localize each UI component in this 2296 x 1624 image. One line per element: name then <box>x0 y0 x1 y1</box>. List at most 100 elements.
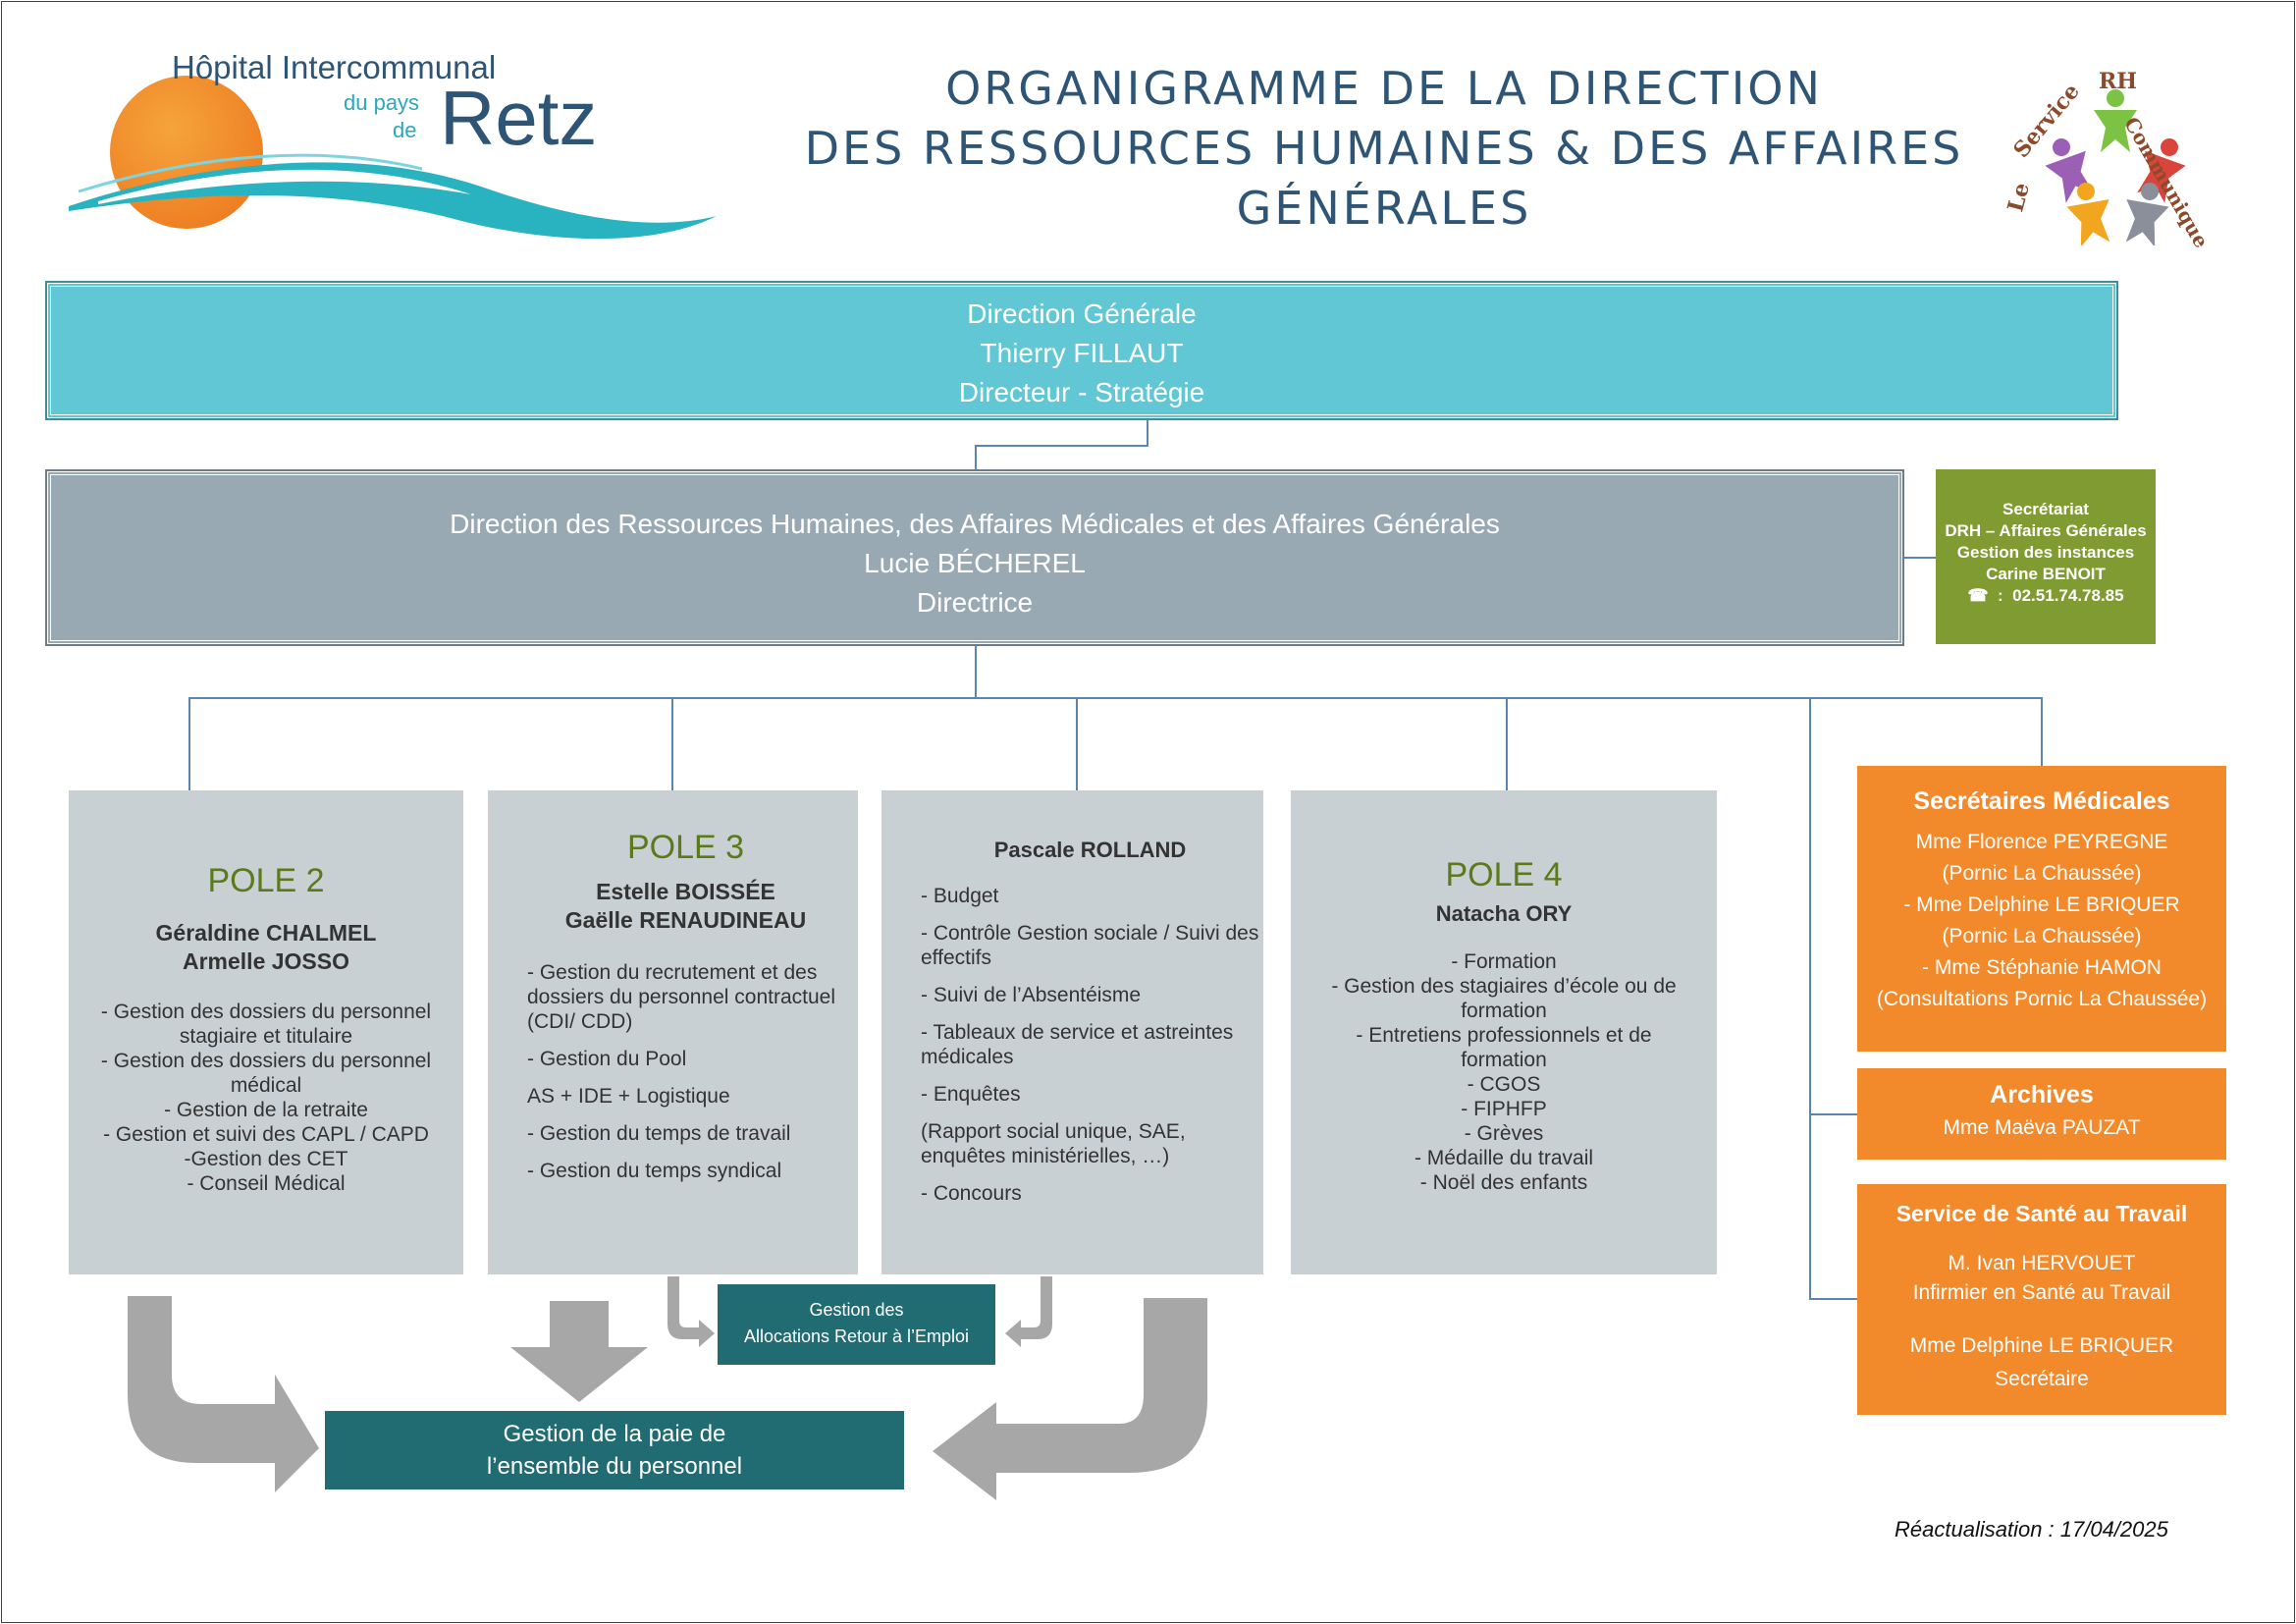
list-item: - Contrôle Gestion sociale / Suivi des e… <box>921 922 1259 969</box>
pole4-title: POLE 4 <box>1445 856 1563 893</box>
connector <box>671 697 673 790</box>
pole3-title: POLE 3 <box>626 829 745 866</box>
list-item: - Concours <box>921 1182 1022 1205</box>
secretariat-box: Secrétariat DRH – Affaires Générales Ges… <box>1936 469 2156 644</box>
list-item: - Gestion du temps syndical <box>527 1160 782 1182</box>
pole3-list: - Gestion du recrutement et des dossiers… <box>527 960 844 1183</box>
list-item: - Mme Delphine LE BRIQUER <box>1903 893 2180 916</box>
pole2-box: POLE 2 Géraldine CHALMEL Armelle JOSSO -… <box>69 790 463 1274</box>
connector <box>975 445 977 472</box>
pole3-name-1: Estelle BOISSÉE <box>596 879 775 904</box>
connector <box>188 697 2042 699</box>
secretaires-title: Secrétaires Médicales <box>1913 787 2170 815</box>
are-line-2: Allocations Retour à l’Emploi <box>743 1326 970 1346</box>
hospital-name: Hôpital Intercommunal <box>172 49 497 85</box>
connector <box>1147 420 1148 446</box>
paie-box: Gestion de la paie de l’ensemble du pers… <box>325 1411 904 1489</box>
arrow-rolland-to-paie <box>933 1298 1207 1500</box>
are-box: Gestion des Allocations Retour à l’Emplo… <box>718 1284 995 1365</box>
list-item: - Gestion du recrutement et des dossiers… <box>527 961 836 1033</box>
connector <box>975 445 1148 447</box>
list-item: - FIPHFP <box>1461 1098 1547 1120</box>
connector <box>1904 557 1936 559</box>
drh-title: Direction des Ressources Humaines, des A… <box>450 509 1500 539</box>
pole2-name-1: Géraldine CHALMEL <box>155 920 377 946</box>
connector <box>1076 697 1078 790</box>
title-line-1: ORGANIGRAMME DE LA DIRECTION <box>945 62 1823 115</box>
list-item: - Mme Stéphanie HAMON <box>1922 956 2162 979</box>
secretariat-title: Secrétariat <box>2002 500 2089 518</box>
rolland-box: Pascale ROLLAND - Budget - Contrôle Gest… <box>881 790 1263 1274</box>
archives-title: Archives <box>1990 1081 2094 1109</box>
sante-person-1-name: M. Ivan HERVOUET <box>1948 1252 2136 1274</box>
pole2-title: POLE 2 <box>207 862 325 899</box>
connector <box>1506 697 1508 790</box>
hospital-sub-de: de <box>393 118 417 142</box>
list-item: (Consultations Pornic La Chaussée) <box>1876 988 2208 1010</box>
sante-title: Service de Santé au Travail <box>1896 1201 2188 1226</box>
people-figures-graphic <box>2045 89 2186 247</box>
dg-title: Direction Générale <box>967 298 1197 329</box>
update-date: Réactualisation : 17/04/2025 <box>1895 1517 2168 1542</box>
list-item: (Pornic La Chaussée) <box>1942 862 2142 885</box>
dg-role: Directeur - Stratégie <box>958 377 1205 407</box>
sun-wave-graphic <box>69 76 717 240</box>
drh-name: Lucie BÉCHEREL <box>864 548 1086 578</box>
connector <box>1809 1298 1858 1300</box>
rolland-name: Pascale ROLLAND <box>993 838 1187 862</box>
list-item: - Gestion du temps de travail <box>527 1122 791 1145</box>
direction-generale-box: Direction Générale Thierry FILLAUT Direc… <box>45 281 2118 420</box>
hospital-sub-du-pays: du pays <box>344 90 420 115</box>
page-title: ORGANIGRAMME DE LA DIRECTION DES RESSOUR… <box>746 59 2022 239</box>
secretariat-phone: ☎ : 02.51.74.78.85 <box>1936 585 2156 607</box>
title-line-3: GÉNÉRALES <box>1236 182 1532 235</box>
secretariat-dept: DRH – Affaires Générales <box>1945 521 2147 540</box>
connector <box>1809 1113 1858 1115</box>
list-item: - Grèves <box>1464 1122 1544 1145</box>
sante-person-1-role: Infirmier en Santé au Travail <box>1912 1281 2171 1304</box>
list-item: (Rapport social unique, SAE, enquêtes mi… <box>921 1120 1186 1167</box>
rolland-list: - Budget - Contrôle Gestion sociale / Su… <box>921 884 1259 1206</box>
list-item: - Conseil Médical <box>187 1172 346 1195</box>
hospital-logo: Hôpital Intercommunal du pays de Retz <box>69 49 726 245</box>
list-item: - Gestion et suivi des CAPL / CAPD <box>103 1123 429 1146</box>
list-item: - Gestion du Pool <box>527 1048 687 1070</box>
list-item: -Gestion des CET <box>184 1148 348 1170</box>
pole2-names: Géraldine CHALMEL Armelle JOSSO <box>86 919 446 976</box>
list-item: (Pornic La Chaussée) <box>1942 925 2142 947</box>
drh-role: Directrice <box>916 587 1034 618</box>
pole3-name-2: Gaëlle RENAUDINEAU <box>564 907 807 933</box>
list-item: - CGOS <box>1467 1073 1541 1096</box>
archives-name: Mme Maëva PAUZAT <box>1943 1116 2141 1139</box>
drh-box: Direction des Ressources Humaines, des A… <box>45 469 1904 646</box>
arrow-pole3-to-are <box>667 1276 715 1347</box>
list-item: - Enquêtes <box>921 1083 1021 1106</box>
are-line-1: Gestion des <box>809 1300 904 1320</box>
secretaires-medicales-box: Secrétaires Médicales Mme Florence PEYRE… <box>1857 766 2226 1052</box>
archives-box: Archives Mme Maëva PAUZAT <box>1857 1068 2226 1160</box>
arrow-rolland-to-are <box>1005 1276 1052 1347</box>
pole4-list: - Formation - Gestion des stagiaires d’é… <box>1330 949 1678 1195</box>
service-rh-logo: Le Service RH Communique <box>1993 69 2238 251</box>
sante-person-2-name: Mme Delphine LE BRIQUER <box>1909 1334 2174 1357</box>
connector <box>975 646 977 699</box>
connector <box>1809 697 1811 1300</box>
dg-name: Thierry FILLAUT <box>980 338 1184 368</box>
list-item: AS + IDE + Logistique <box>527 1085 730 1108</box>
list-item: - Formation <box>1451 950 1557 973</box>
list-item: Mme Florence PEYREGNE <box>1915 831 2168 853</box>
pole4-name: Natacha ORY <box>1435 901 1573 926</box>
pole3-box: POLE 3 Estelle BOISSÉE Gaëlle RENAUDINEA… <box>488 790 858 1274</box>
pole2-list: - Gestion des dossiers du personnel stag… <box>86 1000 446 1196</box>
list-item: - Entretiens professionnels et de format… <box>1356 1024 1652 1071</box>
arrow-pole2-to-paie <box>128 1296 319 1492</box>
secretariat-name: Carine BENOIT <box>1986 565 2106 583</box>
title-line-2: DES RESSOURCES HUMAINES & DES AFFAIRES <box>804 122 1964 175</box>
list-item: - Gestion de la retraite <box>164 1099 368 1121</box>
paie-line-1: Gestion de la paie de <box>503 1421 726 1447</box>
list-item: - Médaille du travail <box>1414 1147 1594 1169</box>
pole3-names: Estelle BOISSÉE Gaëlle RENAUDINEAU <box>527 878 844 935</box>
list-item: - Gestion des dossiers du personnel stag… <box>100 1001 432 1048</box>
